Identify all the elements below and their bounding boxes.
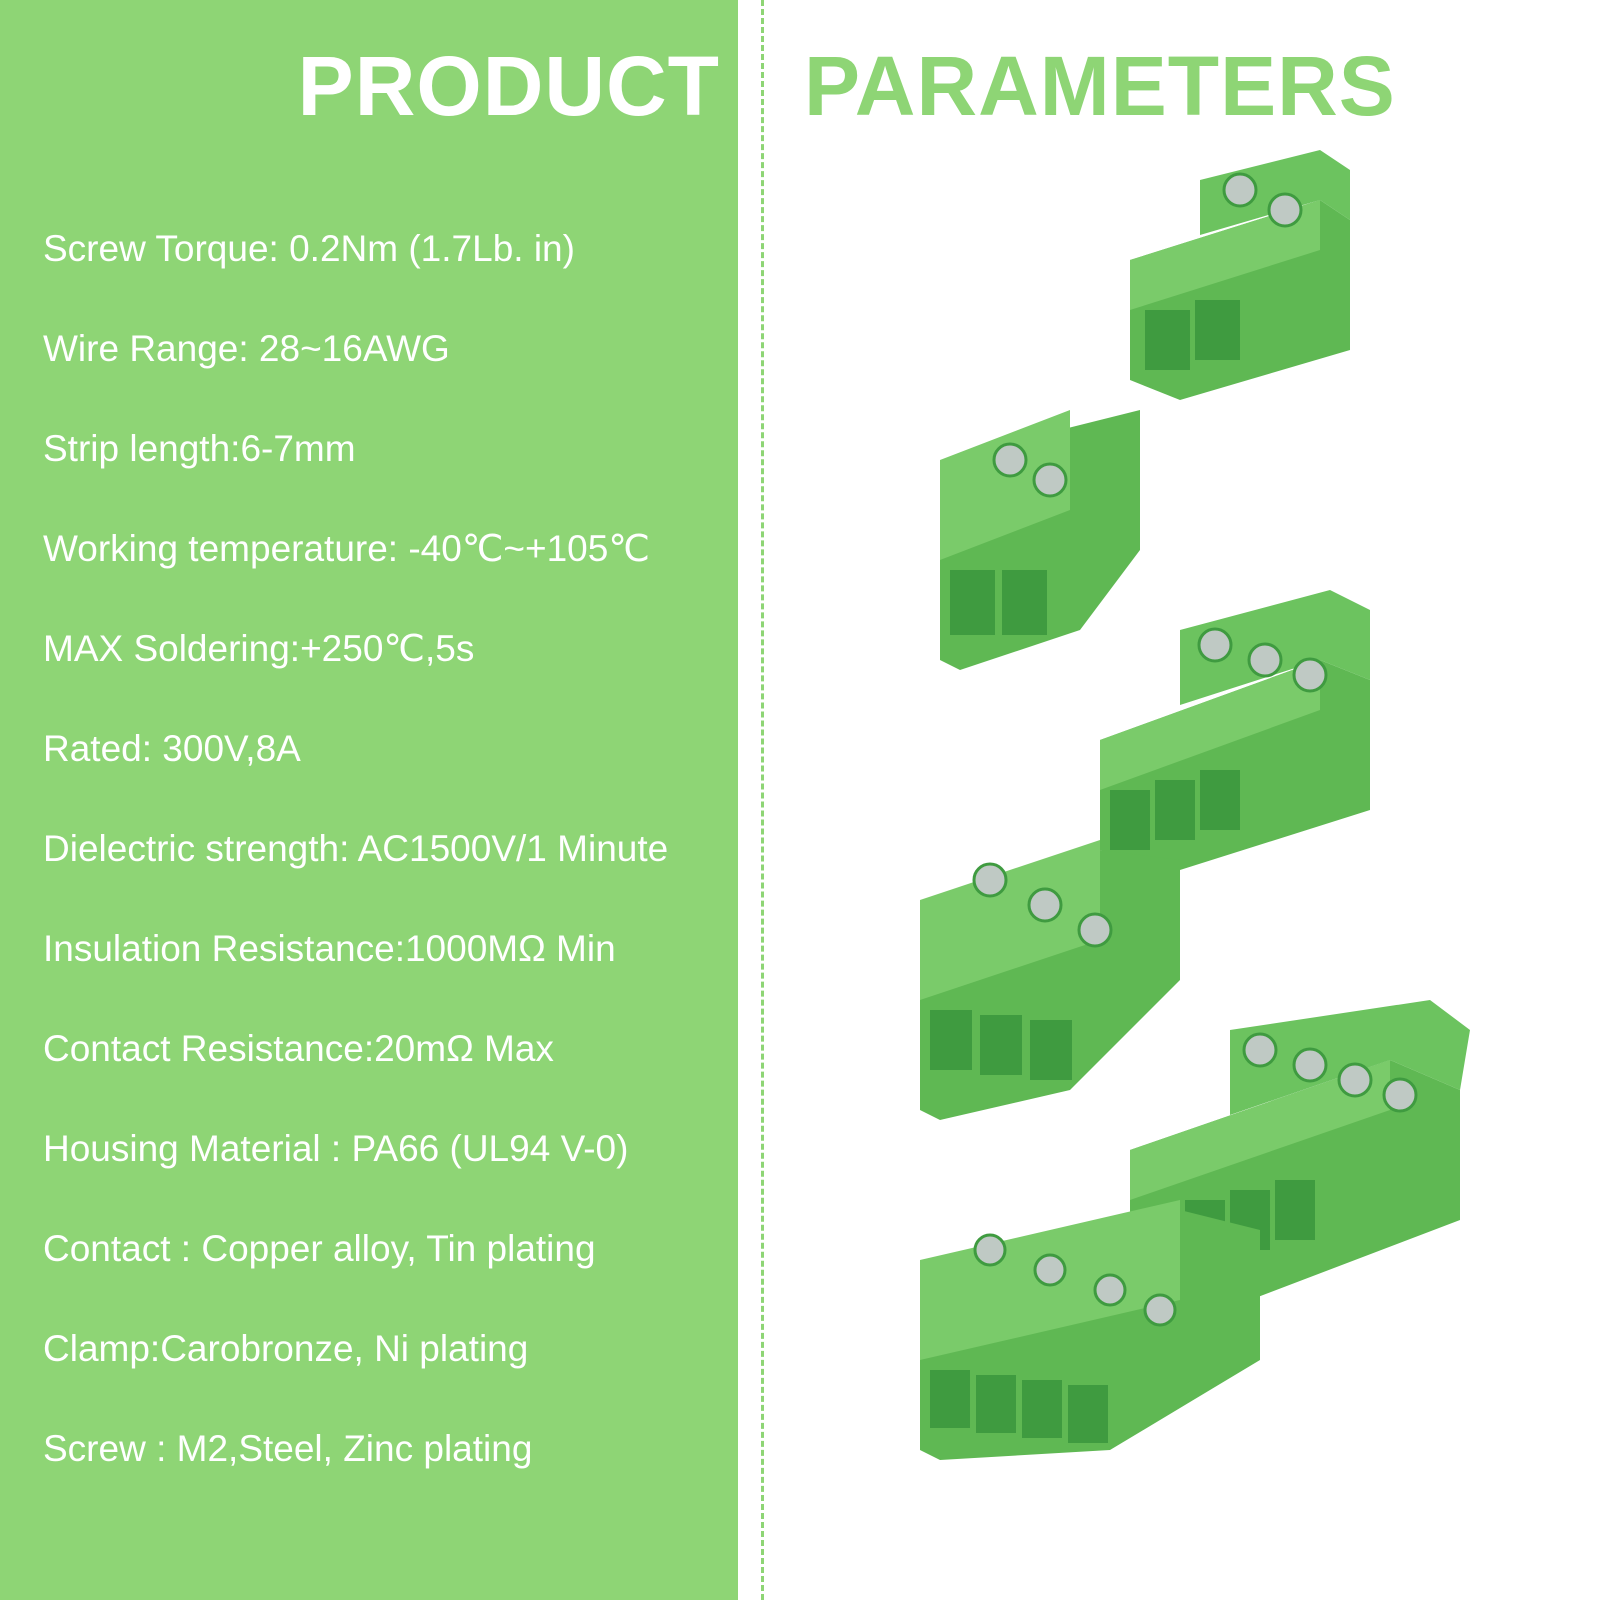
2-pin-plug-terminal-block [1130, 150, 1350, 400]
spec-contact-resistance: Contact Resistance:20mΩ Max [43, 1028, 554, 1069]
dashed-divider [761, 0, 764, 1600]
2-pin-socket-terminal-block [940, 410, 1140, 670]
spec-screw-torque: Screw Torque: 0.2Nm (1.7Lb. in) [43, 228, 575, 269]
spec-wire-range: Wire Range: 28~16AWG [43, 328, 450, 369]
heading-product: PRODUCT [297, 39, 720, 133]
heading-parameters: PARAMETERS [804, 39, 1396, 133]
spec-dielectric-strength: Dielectric strength: AC1500V/1 Minute [43, 828, 669, 869]
3-pin-plug-terminal-block [1100, 590, 1370, 870]
spec-list: Screw Torque: 0.2Nm (1.7Lb. in) Wire Ran… [43, 222, 733, 1522]
product-photo-terminal-blocks [920, 150, 1470, 1460]
spec-working-temperature: Working temperature: -40℃~+105℃ [43, 528, 650, 569]
spec-screw: Screw : M2,Steel, Zinc plating [43, 1428, 533, 1469]
spec-clamp: Clamp:Carobronze, Ni plating [43, 1328, 529, 1369]
spec-housing-material: Housing Material : PA66 (UL94 V-0) [43, 1128, 629, 1169]
spec-insulation-resistance: Insulation Resistance:1000MΩ Min [43, 928, 616, 969]
4-pin-socket-terminal-block [920, 1200, 1260, 1460]
spec-contact: Contact : Copper alloy, Tin plating [43, 1228, 596, 1269]
spec-strip-length: Strip length:6-7mm [43, 428, 356, 469]
spec-rated: Rated: 300V,8A [43, 728, 301, 769]
spec-max-soldering: MAX Soldering:+250℃,5s [43, 628, 475, 669]
left-panel [0, 0, 738, 1600]
3-pin-socket-terminal-block [920, 840, 1180, 1120]
